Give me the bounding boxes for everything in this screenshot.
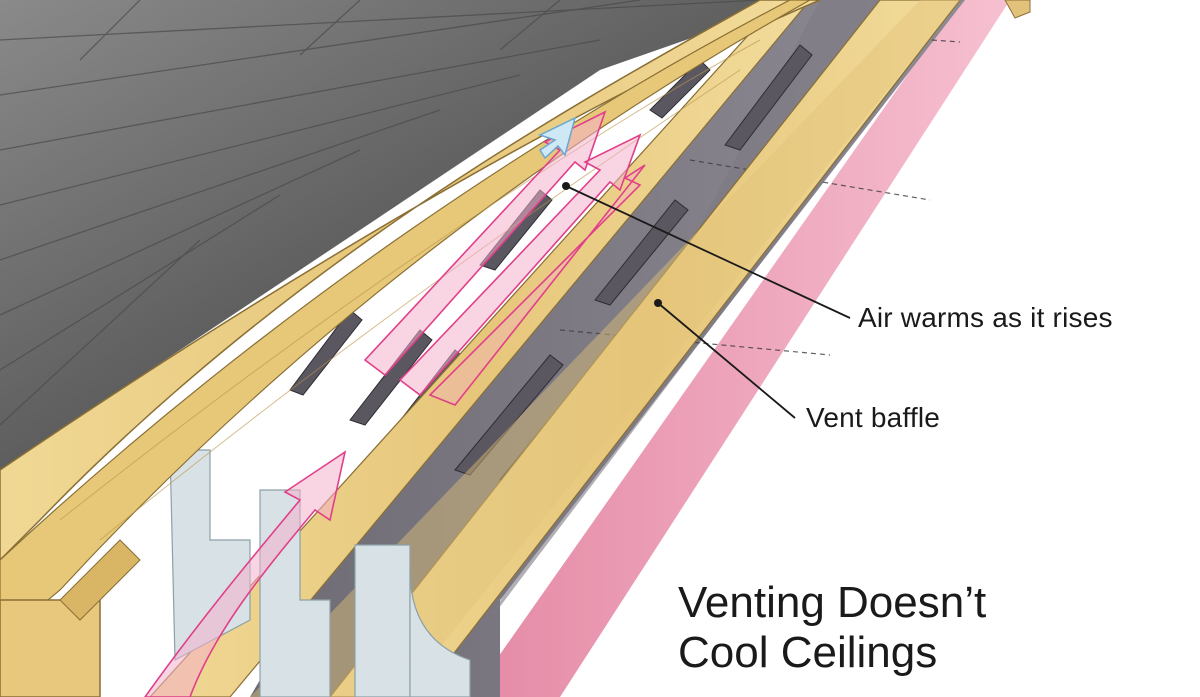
callout-leaders [565,185,851,419]
roof-shingles [0,0,800,470]
roof-sheathing [0,0,821,562]
label-air-warms: Air warms as it rises [858,302,1113,333]
rafters [149,0,961,697]
top-plate [0,539,141,697]
callout-dot-baffle [654,299,662,307]
title-line-2: Cool Ceilings [678,628,938,677]
warm-air-arrows [144,110,646,697]
title-line-1: Venting Doesn’t [678,578,987,627]
diagram-title: Venting Doesn’t Cool Ceilings [678,578,986,678]
label-vent-baffle: Vent baffle [806,402,941,433]
callout-dot-air [562,182,570,190]
insulation-strip [470,0,1010,697]
cool-air-arrow [538,116,577,160]
